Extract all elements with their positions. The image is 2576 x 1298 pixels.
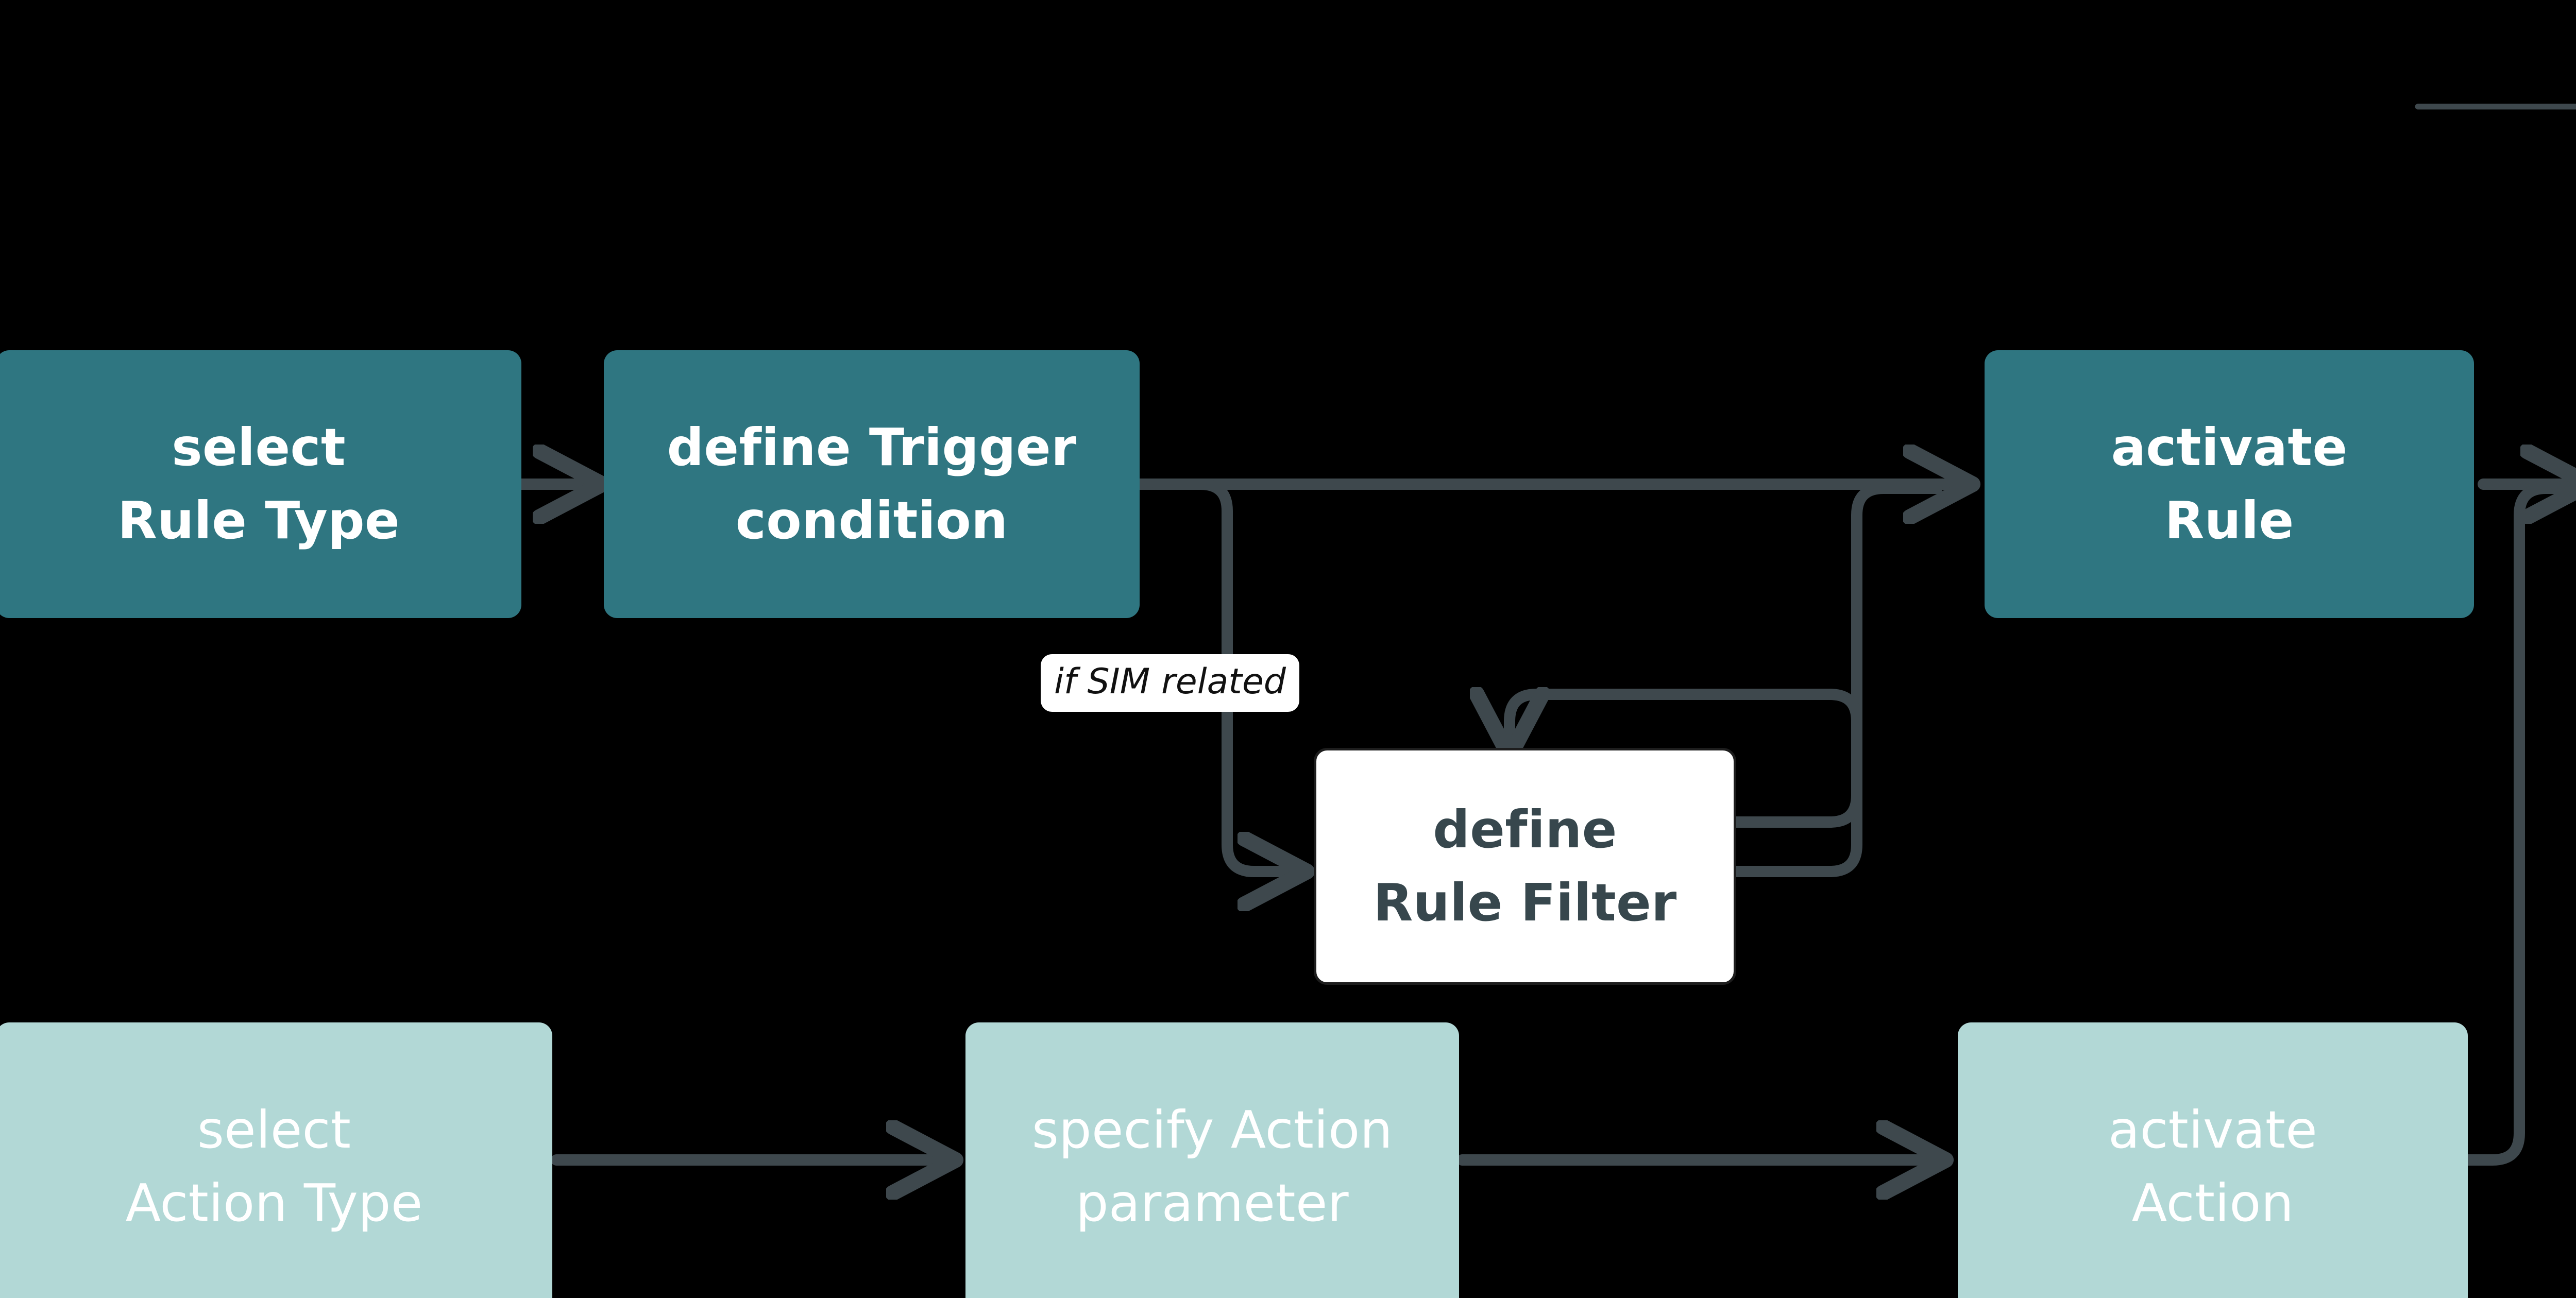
node-select-rule-type[interactable]: select Rule Type [0, 350, 521, 618]
node-line-2: parameter [1076, 1173, 1349, 1233]
node-select-action-type[interactable]: select Action Type [0, 1022, 552, 1298]
node-specify-action-parameter[interactable]: specify Action parameter [965, 1022, 1459, 1298]
node-line-2: Rule [2164, 490, 2294, 551]
node-line-1: activate [2111, 417, 2348, 477]
edge-label-if-sim-related: if SIM related [1041, 654, 1299, 712]
node-line-1: activate [2108, 1100, 2318, 1160]
node-line-2: Rule Type [117, 490, 400, 551]
node-line-2: Rule Filter [1373, 873, 1677, 933]
node-line-1: define Trigger [667, 417, 1077, 477]
node-activate-action[interactable]: activate Action [1958, 1022, 2468, 1298]
node-activate-rule[interactable]: activate Rule [1985, 350, 2474, 618]
node-define-trigger-condition[interactable]: define Trigger condition [604, 350, 1140, 618]
node-line-2: Action Type [125, 1173, 423, 1233]
edge-define-rule-filter-to-activate-rule [1730, 483, 1943, 877]
node-line-1: define [1433, 799, 1617, 860]
node-line-2: Action [2131, 1173, 2294, 1233]
node-line-1: select [197, 1100, 351, 1160]
node-define-rule-filter[interactable]: define Rule Filter [1314, 748, 1736, 985]
edge-activate-action-to-assign-action [2462, 483, 2576, 1166]
node-line-2: condition [735, 490, 1008, 551]
node-line-1: specify Action [1031, 1100, 1393, 1160]
node-line-1: select [172, 417, 346, 477]
